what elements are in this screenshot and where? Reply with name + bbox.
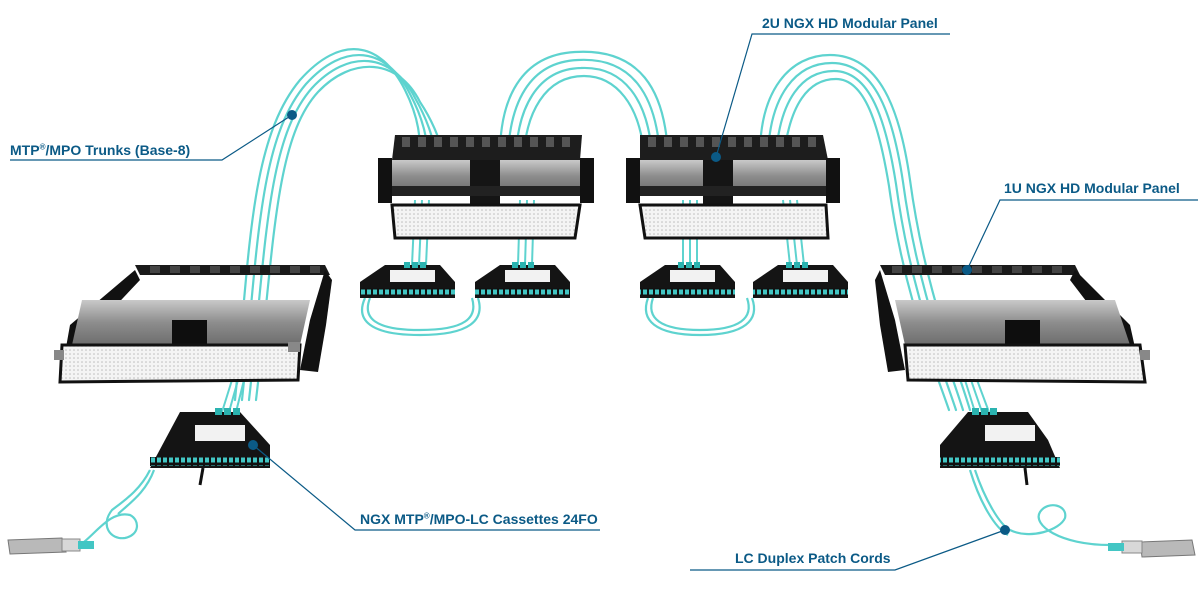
lc-loop-cords bbox=[360, 297, 756, 337]
cassette-1u-left bbox=[150, 408, 270, 486]
transceiver-right bbox=[1108, 539, 1196, 558]
cassette-2u-left-b bbox=[475, 262, 570, 298]
mtp-trunk-cables bbox=[233, 48, 972, 412]
label-lc-patch-cords: LC Duplex Patch Cords bbox=[735, 550, 891, 566]
label-2u-panel: 2U NGX HD Modular Panel bbox=[762, 15, 938, 31]
panel-to-cassette-fibers bbox=[221, 199, 990, 413]
1u-panel-left bbox=[54, 265, 332, 384]
label-cassettes: NGX MTP®/MPO-LC Cassettes 24FO bbox=[360, 511, 598, 527]
callout-dots bbox=[248, 110, 1010, 535]
2u-panel-left bbox=[378, 135, 594, 240]
cassette-2u-left-a bbox=[360, 262, 455, 298]
label-mtp-trunks: MTP®/MPO Trunks (Base-8) bbox=[10, 142, 191, 158]
2u-panel-right bbox=[626, 135, 840, 240]
callout-leaders bbox=[10, 33, 1198, 571]
lc-patch-cords bbox=[79, 469, 1111, 547]
cassette-2u-right-a bbox=[640, 262, 735, 298]
label-1u-panel: 1U NGX HD Modular Panel bbox=[1004, 180, 1180, 196]
cassette-1u-right bbox=[940, 408, 1060, 486]
transceiver-left bbox=[7, 537, 94, 555]
1u-panel-right bbox=[875, 265, 1150, 384]
cassette-2u-right-b bbox=[753, 262, 848, 298]
